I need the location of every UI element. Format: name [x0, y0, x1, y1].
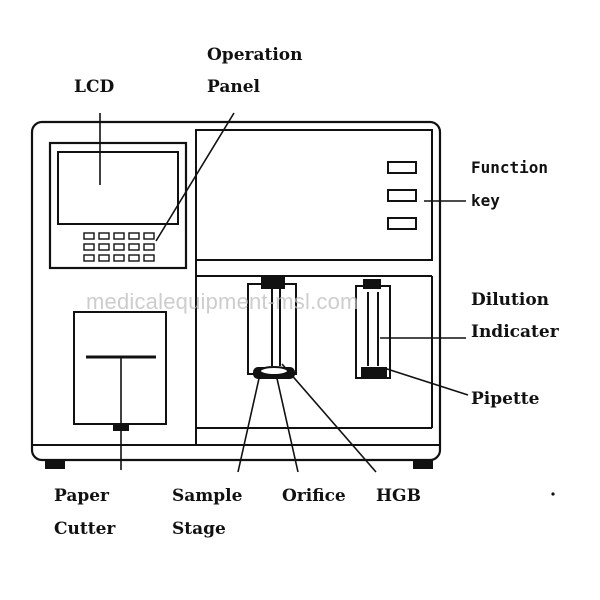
label-paper: Paper	[54, 486, 110, 506]
label-lcd: LCD	[74, 77, 115, 97]
printer-unit	[73, 311, 167, 425]
label-indicater: Indicater	[471, 322, 559, 342]
keypad-key	[113, 243, 125, 251]
label-function: Function	[471, 158, 549, 177]
label-sample: Sample	[172, 486, 243, 506]
label-key: key	[471, 191, 500, 210]
keypad-key	[83, 232, 95, 240]
pipette-bottom	[361, 367, 387, 379]
pipette-cap	[363, 279, 381, 289]
keypad-key	[113, 254, 125, 262]
keypad-key	[98, 254, 110, 262]
pipette-housing	[355, 285, 391, 379]
label-pipette: Pipette	[471, 389, 540, 409]
keypad-key	[143, 254, 155, 262]
keypad-key	[128, 254, 140, 262]
top-module	[195, 129, 433, 261]
foot-right	[413, 459, 433, 469]
leader-hgb	[281, 363, 377, 473]
label-hgb: HGB	[376, 486, 421, 506]
foot-left	[45, 459, 65, 469]
keypad-key	[98, 243, 110, 251]
keypad-key	[98, 232, 110, 240]
leader-orifice	[275, 373, 299, 473]
label-panel: Panel	[207, 77, 260, 97]
keypad-key	[143, 243, 155, 251]
keypad-key	[113, 232, 125, 240]
keypad	[83, 232, 155, 262]
stray-dot	[551, 492, 555, 496]
function-key	[387, 189, 417, 202]
label-operation: Operation	[207, 45, 303, 65]
leader-operation-panel	[155, 112, 235, 242]
orifice-cup	[259, 366, 289, 376]
device-body	[30, 120, 442, 462]
watermark: medicalequipment-msl.com	[86, 289, 359, 314]
label-stage: Stage	[172, 519, 226, 539]
keypad-key	[128, 232, 140, 240]
label-orifice: Orifice	[282, 486, 346, 506]
keypad-key	[83, 254, 95, 262]
lcd-screen	[57, 151, 179, 225]
lcd-panel	[48, 141, 188, 270]
label-dilution: Dilution	[471, 290, 550, 310]
leader-sample-stage	[237, 373, 261, 473]
function-key	[387, 217, 417, 230]
aperture-tube-top	[261, 277, 285, 289]
function-key	[387, 161, 417, 174]
label-cutter: Cutter	[54, 519, 116, 539]
keypad-key	[143, 232, 155, 240]
leader-pipette	[383, 367, 469, 396]
keypad-key	[83, 243, 95, 251]
keypad-key	[128, 243, 140, 251]
